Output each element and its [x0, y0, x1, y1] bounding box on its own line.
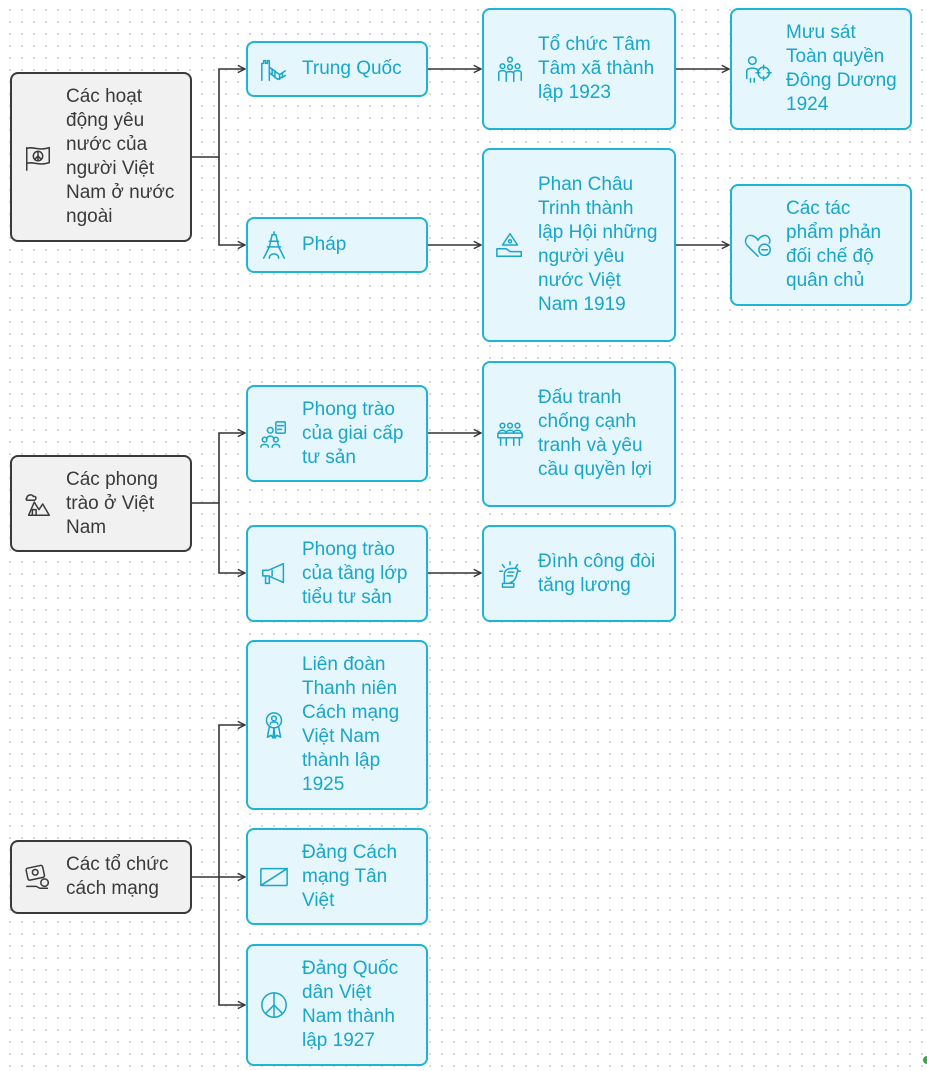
- megaphone-icon: [258, 558, 290, 590]
- eiffel-tower-icon: [258, 229, 290, 261]
- node-label: Các phong trào ở Việt Nam: [66, 468, 158, 538]
- flag-rectangle-icon: [258, 861, 290, 893]
- node-label: Đình công đòi tăng lương: [538, 550, 656, 596]
- node-label: Mưu sát Toàn quyền Đông Dương 1924: [786, 22, 897, 115]
- node-revolutionary-organizations[interactable]: Các tổ chức cách mạng: [10, 840, 192, 914]
- node-label: Trung Quốc: [302, 58, 402, 79]
- node-strike-for-wages[interactable]: Đình công đòi tăng lương: [482, 525, 676, 622]
- node-phan-chau-trinh[interactable]: Phan Châu Trinh thành lập Hội những ngườ…: [482, 148, 676, 342]
- fist-icon: [494, 558, 526, 590]
- status-dot: [923, 1056, 927, 1064]
- node-anti-monarchy-works[interactable]: Các tác phẩm phản đối chế độ quân chủ: [730, 184, 912, 306]
- heart-minus-icon: [742, 229, 774, 261]
- connector-domestic-pettybourgeois: [218, 503, 245, 573]
- node-label: Liên đoàn Thanh niên Cách mạng Việt Nam …: [302, 654, 400, 795]
- node-bourgeois-movement[interactable]: Phong trào của giai cấp tư sản: [246, 385, 428, 482]
- meeting-table-icon: [494, 418, 526, 450]
- node-label: Các tổ chức cách mạng: [66, 854, 169, 899]
- node-tan-viet-party[interactable]: Đảng Cách mạng Tân Việt: [246, 828, 428, 925]
- node-youth-league[interactable]: Liên đoàn Thanh niên Cách mạng Việt Nam …: [246, 640, 428, 810]
- peace-icon: [258, 989, 290, 1021]
- great-wall-icon: [258, 53, 290, 85]
- connector-domestic-bourgeois: [191, 433, 245, 504]
- node-anti-competition-struggle[interactable]: Đấu tranh chống cạnh tranh và yêu cầu qu…: [482, 361, 676, 507]
- money-hand-icon: [22, 861, 54, 893]
- node-label: Tổ chức Tâm Tâm xã thành lập 1923: [538, 34, 655, 103]
- connector-orgs-quocdan: [218, 877, 245, 1005]
- node-label: Các tác phẩm phản đối chế độ quân chủ: [786, 198, 882, 291]
- node-label: Phan Châu Trinh thành lập Hội những ngườ…: [538, 174, 658, 315]
- node-label: Pháp: [302, 234, 347, 255]
- node-label: Đấu tranh chống cạnh tranh và yêu cầu qu…: [538, 387, 652, 480]
- node-assassination-attempt[interactable]: Mưu sát Toàn quyền Đông Dương 1924: [730, 8, 912, 130]
- node-label: Phong trào của giai cấp tư sản: [302, 398, 404, 468]
- node-label: Phong trào của tầng lớp tiểu tư sản: [302, 538, 408, 608]
- node-china[interactable]: Trung Quốc: [246, 41, 428, 97]
- node-label: Đảng Quốc dân Việt Nam thành lập 1927: [302, 958, 399, 1051]
- node-label: Các hoạt động yêu nước của người Việt Na…: [66, 86, 175, 227]
- award-person-icon: [258, 709, 290, 741]
- node-petty-bourgeois-movement[interactable]: Phong trào của tầng lớp tiểu tư sản: [246, 525, 428, 622]
- mountains-icon: [22, 488, 54, 520]
- node-label: Đảng Cách mạng Tân Việt: [302, 841, 398, 911]
- connector-overseas-china: [191, 69, 245, 158]
- speaker-crowd-icon: [258, 418, 290, 450]
- people-group-icon: [494, 53, 526, 85]
- pyramid-hand-icon: [494, 229, 526, 261]
- node-overseas-activities[interactable]: Các hoạt động yêu nước của người Việt Na…: [10, 72, 192, 242]
- node-national-party[interactable]: Đảng Quốc dân Việt Nam thành lập 1927: [246, 944, 428, 1066]
- connector-orgs-thanhnien: [191, 725, 245, 878]
- node-domestic-movements[interactable]: Các phong trào ở Việt Nam: [10, 455, 192, 552]
- node-tam-tam-xa[interactable]: Tổ chức Tâm Tâm xã thành lập 1923: [482, 8, 676, 130]
- peace-flag-icon: [22, 141, 54, 173]
- target-person-icon: [742, 53, 774, 85]
- node-france[interactable]: Pháp: [246, 217, 428, 273]
- connector-overseas-france: [218, 157, 245, 245]
